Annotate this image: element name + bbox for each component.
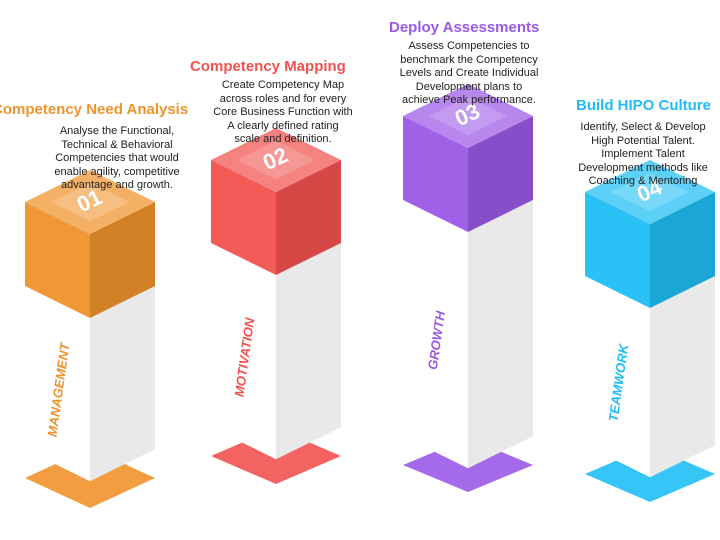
step-1-desc-line: advantage and growth. — [61, 179, 173, 191]
step-1-desc-line: Technical & Behavioral — [61, 138, 173, 151]
pillar-top-inner — [429, 96, 507, 136]
step-2-desc-line: scale and definition. — [234, 133, 332, 145]
pillar-color-side — [276, 160, 341, 275]
step-4-desc-line: Identify, Select & Develop — [580, 121, 706, 133]
step-2-desc-line: Create Competency Map — [221, 79, 345, 91]
pillar-color-side — [650, 192, 715, 308]
step-3-desc-line: Development plans to — [415, 80, 523, 93]
step-3-desc-line: Assess Competencies to — [408, 40, 530, 52]
step-4-title: Build HIPO Culture — [576, 97, 711, 114]
pillar-side-face — [276, 243, 341, 460]
step-4-desc-line: Coaching & Mentoring — [588, 175, 698, 187]
pillar-color-side — [468, 116, 533, 232]
step-4-description: Identify, Select & Develop High Potentia… — [566, 121, 720, 189]
pillar-color-front — [25, 202, 90, 318]
pillar-top-inner — [611, 172, 689, 212]
step-2-description: Create Competency Map across roles and f… — [193, 79, 373, 147]
step-4-desc-line: High Potential Talent. — [591, 134, 695, 147]
step-2-desc-line: across roles and for every — [219, 92, 347, 105]
pillar-color-front — [211, 160, 276, 275]
pillar-front-face — [211, 243, 276, 460]
step-1-desc-line: Competencies that would — [55, 152, 179, 164]
step-1-desc-line: Analyse the Functional, — [59, 125, 175, 137]
step-1-desc-line: enable agility, competitive — [54, 165, 180, 178]
step-4-desc-line: Implement Talent — [601, 148, 685, 160]
pillar-color-side — [90, 202, 155, 318]
pillar-color-front — [585, 192, 650, 308]
step-2-desc-line: A clearly defined rating — [227, 119, 339, 132]
pillar-side-face — [650, 276, 715, 478]
step-3-title: Deploy Assessments — [389, 19, 540, 36]
step-1-description: Analyse the Functional, Technical & Beha… — [22, 125, 212, 193]
step-3-description: Assess Competencies to benchmark the Com… — [374, 40, 564, 108]
pillar-top-inner — [51, 182, 129, 222]
step-2-desc-line: Core Business Function with — [213, 106, 353, 118]
pillar-front-face — [585, 276, 650, 478]
pillar-side-face — [468, 200, 533, 469]
pillar-front-face — [25, 286, 90, 482]
step-2-title: Competency Mapping — [190, 58, 346, 75]
step-3-desc-line: Levels and Create Individual — [399, 67, 539, 79]
pillar-front-face — [403, 200, 468, 469]
step-4-desc-line: Development methods like — [578, 161, 708, 174]
pillar-color-front — [403, 116, 468, 232]
pillar-top-inner — [237, 140, 315, 180]
step-3-desc-line: benchmark the Competency — [400, 53, 538, 66]
step-1-title: Competency Need Analysis — [0, 101, 189, 118]
pillar-side-face — [90, 286, 155, 482]
step-3-desc-line: achieve Peak performance. — [402, 94, 536, 106]
